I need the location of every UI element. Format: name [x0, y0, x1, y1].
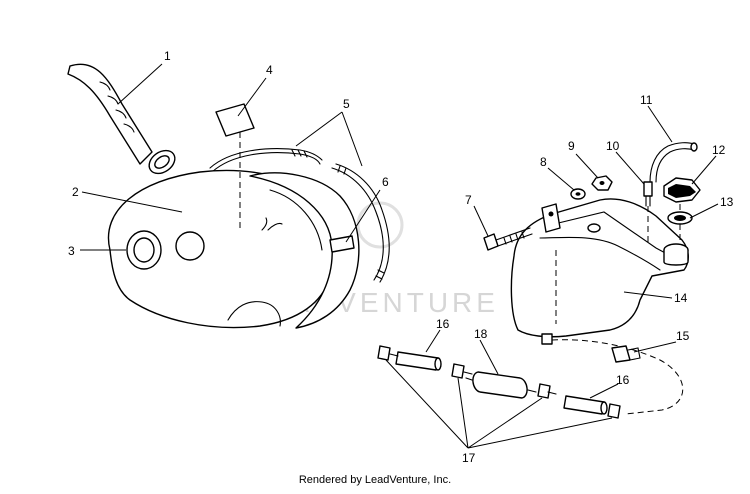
- callout-4: 4: [266, 63, 273, 77]
- callout-16-lower: 16: [616, 373, 630, 387]
- leader-lines: [80, 63, 719, 449]
- callout-8: 8: [540, 155, 547, 169]
- part-15-fitting: [611, 345, 641, 363]
- callout-18: 18: [474, 327, 488, 341]
- part-4-decal: [215, 103, 255, 232]
- callout-6: 6: [382, 175, 389, 189]
- part-13-gasket: [667, 211, 693, 225]
- part-12-cap: [663, 177, 701, 244]
- part-9-nut: [591, 175, 613, 191]
- part-18-filter: [465, 371, 537, 399]
- part-3-grommet: [126, 230, 162, 270]
- part-11-vent-line: [649, 142, 698, 183]
- part-14-oil-tank: [510, 198, 689, 415]
- callout-11: 11: [640, 93, 653, 107]
- callout-3: 3: [68, 244, 75, 258]
- callout-7: 7: [465, 193, 472, 207]
- callout-labels: 1 2 3 4 5 6 7 8 9 10 11 12 13 14 15 16 1…: [68, 49, 734, 465]
- part-6-decal: [329, 235, 355, 253]
- callout-5: 5: [343, 97, 350, 111]
- part-7-bolt: [483, 227, 533, 251]
- part-8-washer: [570, 188, 586, 200]
- part-2-air-box: [107, 169, 360, 329]
- callout-2: 2: [72, 185, 79, 199]
- callout-9: 9: [568, 139, 575, 153]
- callout-12: 12: [712, 143, 726, 157]
- callout-16-upper: 16: [436, 317, 450, 331]
- part-1-intake-hose: [67, 63, 176, 175]
- callout-14: 14: [674, 291, 688, 305]
- callout-17: 17: [462, 451, 476, 465]
- part-5-vent-hoses: [209, 148, 390, 283]
- part-16-hose-upper: [395, 351, 442, 371]
- callout-13: 13: [720, 195, 734, 209]
- callout-10: 10: [606, 139, 620, 153]
- part-17-clamps: [377, 345, 621, 419]
- part-16-hose-lower: [563, 395, 608, 415]
- callout-1: 1: [164, 49, 171, 63]
- part-10-fitting: [643, 181, 653, 242]
- callout-15: 15: [676, 329, 690, 343]
- render-credit: Rendered by LeadVenture, Inc.: [298, 474, 452, 486]
